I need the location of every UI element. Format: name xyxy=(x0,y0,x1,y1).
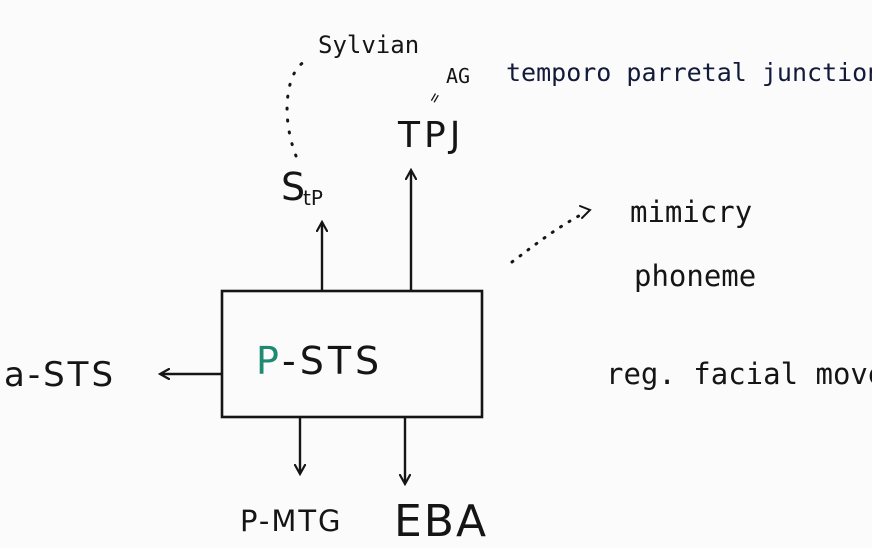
tpj-label: TPJ xyxy=(398,115,465,156)
psts-prefix-label: P xyxy=(256,339,279,383)
p-mtg-label: P-MTG xyxy=(240,504,343,538)
dotted-arrow-head xyxy=(579,205,592,219)
a-sts-label: a-STS xyxy=(4,355,117,395)
dotted-link-stp-sylvian xyxy=(285,58,310,158)
sylvian-label: Sylvian xyxy=(318,31,420,59)
psts-box xyxy=(220,289,484,419)
facial-move-note: reg. facial move. xyxy=(606,357,872,391)
mimicry-note: mimicry xyxy=(630,195,753,229)
phoneme-note: phoneme xyxy=(634,259,757,293)
ag-label: AG xyxy=(446,64,471,88)
stp-label: S xyxy=(281,165,306,209)
eba-label: EBA xyxy=(394,496,489,547)
dotted-link-to-mimicry xyxy=(510,210,588,264)
stp-sub-label: tP xyxy=(303,186,323,210)
tpj-description-label: temporo parretal junction xyxy=(506,58,872,87)
psts-label: -STS xyxy=(282,339,384,383)
